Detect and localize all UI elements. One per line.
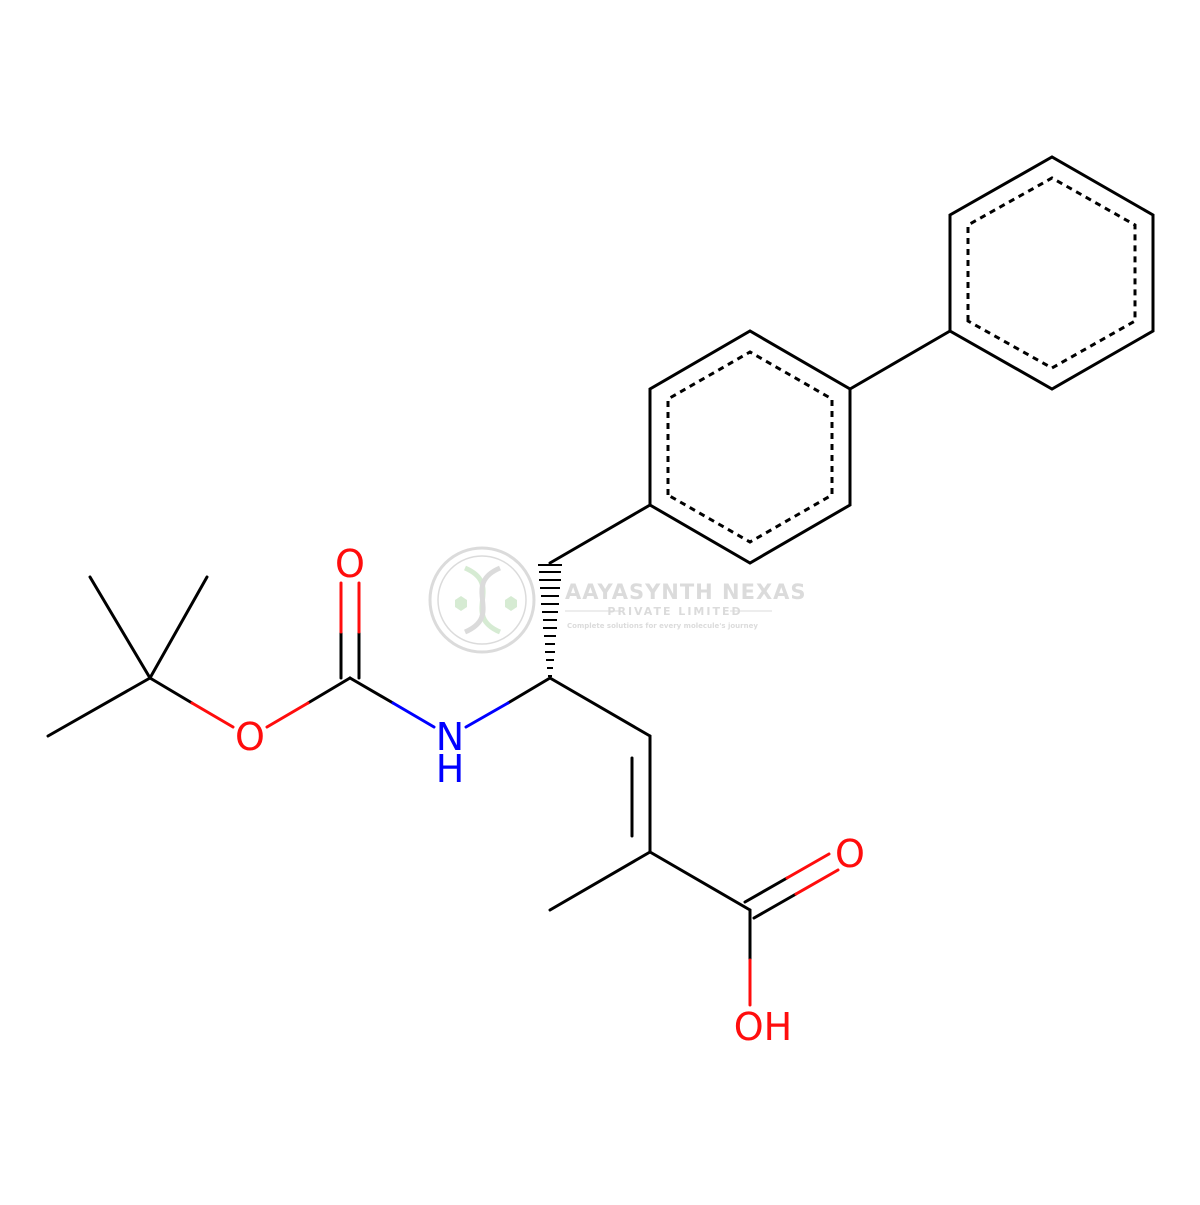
- atom-h-amide: H: [436, 747, 465, 791]
- biphenyl-ring-outer: [948, 155, 1155, 391]
- bond-tbutyl-methyl-3: [46, 676, 152, 738]
- atom-o-acid-carbonyl: O: [835, 832, 865, 876]
- bond-acid-co-1-black: [743, 876, 789, 904]
- biphenyl-ring-inner: [648, 329, 852, 565]
- atom-o-ester-boc: O: [235, 715, 265, 759]
- atom-o-carbonyl-boc: O: [335, 542, 365, 586]
- hetero-bonds: [190, 581, 840, 1007]
- watermark-company-suffix: PRIVATE LIMITED: [607, 605, 742, 618]
- bond-carbamate-n-black: [348, 676, 395, 705]
- bond-acid-co-1-red: [785, 852, 831, 880]
- ring-a-aromatic-dashes: [666, 350, 834, 544]
- bond-tbutyl-methyl-2: [148, 575, 209, 680]
- bond-tbutyl-oxygen-red: [190, 701, 235, 729]
- bond-chiral-n-blue: [464, 701, 510, 729]
- ring-b-aromatic-dashes: [966, 176, 1137, 370]
- bond-biphenyl-link: [848, 329, 952, 391]
- watermark-company-name: AAYASYNTH NEXAS: [565, 580, 807, 604]
- bond-tbutyl-oxygen-black: [148, 676, 194, 705]
- bond-acid-co-2-black: [752, 892, 798, 920]
- bond-carbamate-o-black: [306, 676, 352, 705]
- bond-carbamate-o-red: [265, 701, 310, 729]
- bond-chiral-n-black: [506, 676, 552, 705]
- carbon-bonds: [46, 155, 1155, 962]
- dna-helix-logo: [428, 546, 536, 654]
- bond-acid-co-2-red: [794, 868, 840, 896]
- stereo-hash-wedge: [538, 564, 562, 677]
- watermark: AAYASYNTH NEXAS PRIVATE LIMITED Complete…: [428, 546, 807, 654]
- watermark-tagline: Complete solutions for every molecule's …: [567, 622, 758, 630]
- atom-oh-acid: OH: [734, 1005, 792, 1049]
- aromatic-circles: [666, 176, 1137, 544]
- bond-ch2-ring: [548, 503, 652, 565]
- atom-labels: O O N H O OH: [235, 542, 865, 1049]
- bond-tbutyl-methyl-1: [88, 575, 152, 680]
- atom-n-amide: N: [436, 715, 464, 759]
- bond-carbamate-n-blue: [391, 701, 436, 729]
- bond-chiral-vinyl: [548, 676, 652, 738]
- bond-alpha-methyl: [548, 850, 652, 912]
- bond-alpha-carboxyl: [648, 850, 752, 912]
